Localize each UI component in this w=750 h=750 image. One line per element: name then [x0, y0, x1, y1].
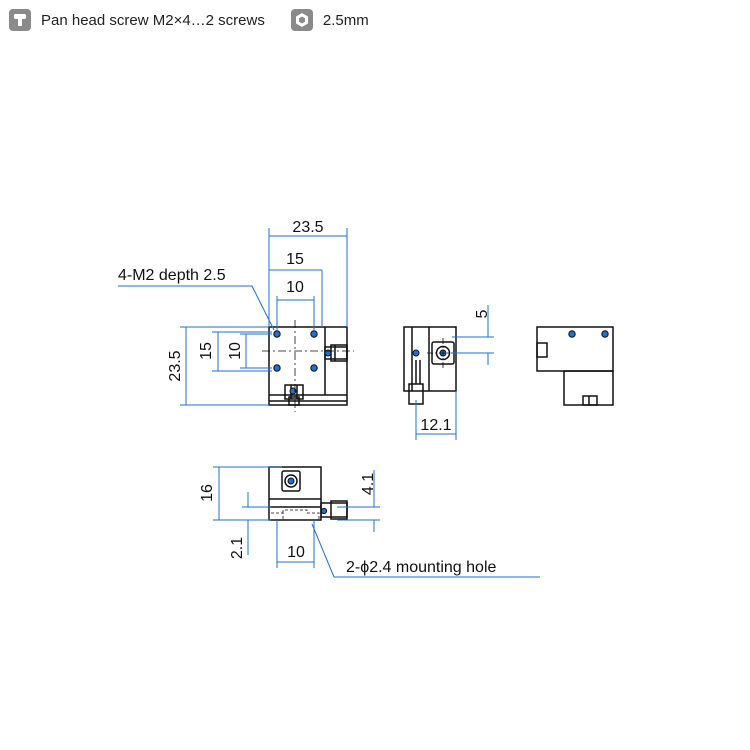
legend-hex: 2.5mm	[290, 9, 369, 31]
legend-screw-label: Pan head screw M2×4…2 screws	[41, 11, 265, 29]
front-dimensions: 23.5 15 10 4-M2 depth 2.5 23.5 15 10	[118, 219, 348, 406]
dim-side-offset: 5	[474, 309, 491, 318]
dim-left-height: 23.5	[167, 350, 184, 381]
legend-screw: Pan head screw M2×4…2 screws	[9, 9, 265, 31]
dim-bottom-offset: 4.1	[360, 473, 377, 495]
dim-mount-pitch: 10	[287, 544, 305, 561]
front-view	[262, 320, 354, 412]
dim-hole-pitch-inner: 10	[286, 279, 304, 296]
dim-left-inner: 10	[227, 342, 244, 360]
dim-left-outer: 15	[198, 342, 215, 360]
legend-hex-label: 2.5mm	[322, 11, 369, 29]
dim-top-width: 23.5	[292, 219, 323, 236]
pan-head-screw-icon	[9, 9, 31, 31]
side-dimensions: 5 12.1	[415, 305, 494, 440]
hex-wrench-icon	[290, 9, 313, 31]
rear-view	[536, 326, 614, 406]
callout-tapped-holes: 4-M2 depth 2.5	[118, 267, 226, 284]
bottom-view	[268, 466, 348, 521]
legend: Pan head screw M2×4…2 screws 2.5mm	[9, 9, 369, 31]
callout-mounting-holes: 2-ϕ2.4 mounting hole	[346, 559, 496, 576]
dim-hole-pitch-outer: 15	[286, 251, 304, 268]
dim-base-thickness: 2.1	[229, 537, 246, 559]
bottom-dimensions: 16 2.1 4.1 10 2-ϕ2.4 mounting hole	[199, 466, 540, 578]
dim-bottom-height: 16	[199, 484, 216, 502]
dim-side-depth: 12.1	[420, 417, 451, 434]
side-view	[403, 326, 462, 405]
